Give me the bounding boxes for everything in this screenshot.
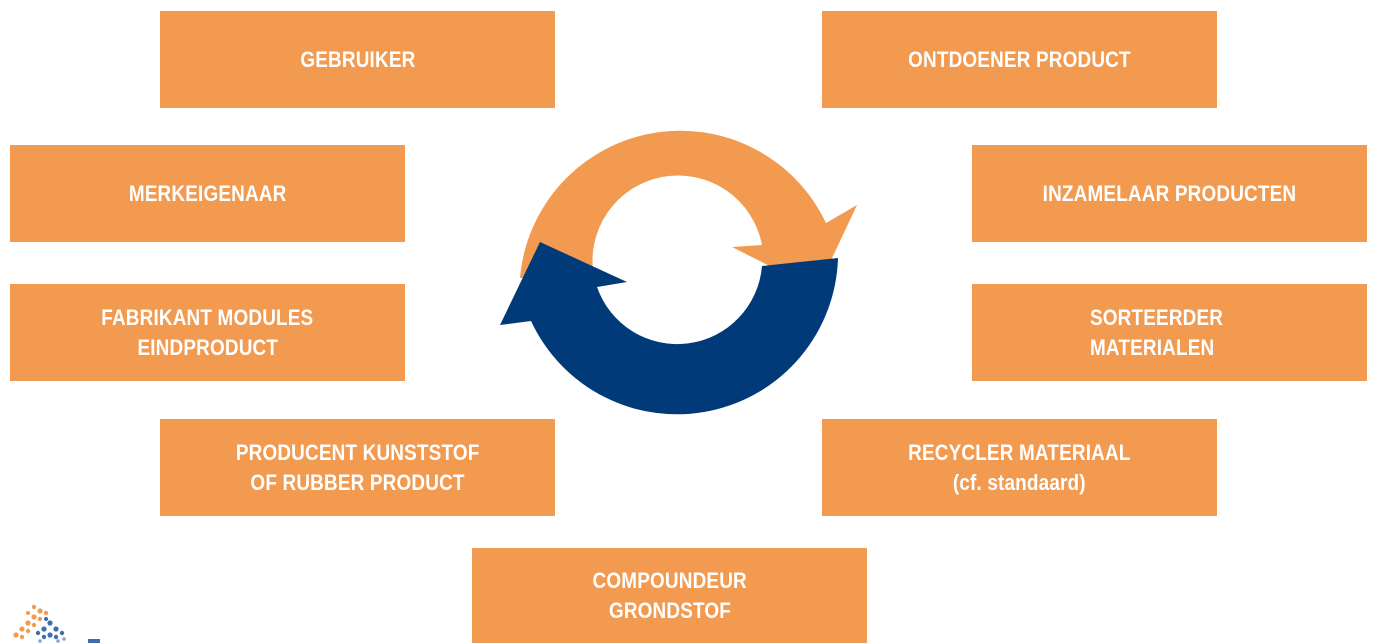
box-sorteerder-materialen-line-1: SORTEERDER [1090, 304, 1224, 330]
circular-arrows-icon [500, 130, 857, 415]
box-compoundeur-grondstof-line-1: COMPOUNDEUR [592, 567, 747, 593]
box-producent-kunststof-line-2: OF RUBBER PRODUCT [250, 469, 465, 495]
box-recycler-materiaal: RECYCLER MATERIAAL (cf. standaard) [822, 419, 1217, 516]
box-ontdoener-product: ONTDOENER PRODUCT [822, 11, 1217, 108]
logo-icon [13, 604, 100, 643]
box-compoundeur-grondstof: COMPOUNDEUR GRONDSTOF [472, 548, 867, 643]
box-gebruiker: GEBRUIKER [160, 11, 555, 108]
box-sorteerder-materialen: SORTEERDER MATERIALEN [972, 284, 1367, 381]
box-merkeigenaar: MERKEIGENAAR [10, 145, 405, 242]
box-sorteerder-materialen-line-2: MATERIALEN [1090, 334, 1215, 360]
box-fabrikant-modules-line-1: FABRIKANT MODULES [101, 304, 314, 330]
orange-cycle-arrow [520, 130, 857, 290]
box-ontdoener-product-line-1: ONTDOENER PRODUCT [908, 46, 1131, 72]
box-gebruiker-line-1: GEBRUIKER [299, 46, 416, 72]
box-fabrikant-modules: FABRIKANT MODULES EINDPRODUCT [10, 284, 405, 381]
box-fabrikant-modules-line-2: EINDPRODUCT [137, 334, 278, 360]
blue-cycle-arrow [500, 242, 838, 415]
box-merkeigenaar-line-1: MERKEIGENAAR [128, 180, 287, 206]
box-recycler-materiaal-line-2: (cf. standaard) [953, 469, 1086, 495]
box-producent-kunststof-line-1: PRODUCENT KUNSTSTOF [235, 439, 480, 465]
box-inzamelaar-producten-line-1: INZAMELAAR PRODUCTEN [1042, 180, 1297, 206]
box-inzamelaar-producten: INZAMELAAR PRODUCTEN [972, 145, 1367, 242]
box-producent-kunststof: PRODUCENT KUNSTSTOF OF RUBBER PRODUCT [160, 419, 555, 516]
box-recycler-materiaal-line-1: RECYCLER MATERIAAL [908, 439, 1131, 465]
box-compoundeur-grondstof-line-2: GRONDSTOF [608, 597, 731, 623]
